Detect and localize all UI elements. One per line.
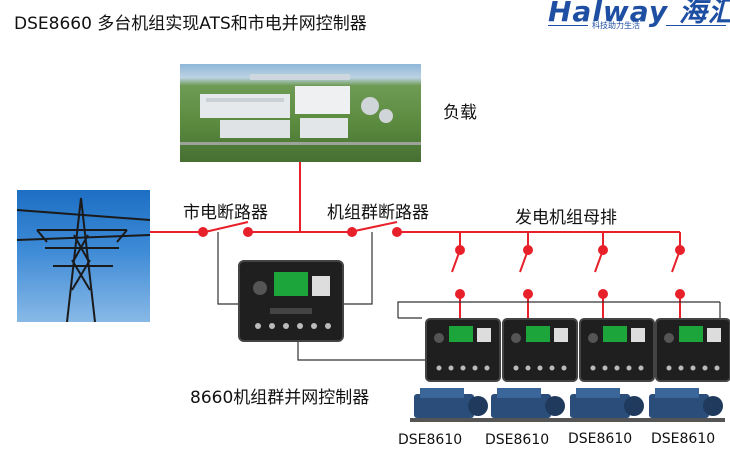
genset-controller-1 (425, 318, 501, 382)
brand-rule-left (548, 25, 588, 26)
generator-engine-3 (566, 384, 646, 424)
genset-model-label: DSE8610 (485, 432, 550, 448)
mains-breaker-label: 市电断路器 (183, 203, 268, 223)
load-factory-image (180, 64, 421, 162)
genset-model-label: DSE8610 (568, 431, 633, 447)
genset-model-label: DSE8610 (398, 432, 463, 448)
generator-engine-2 (487, 384, 567, 424)
brand-logo-text: Halway 海汇 (548, 0, 730, 28)
gen-busbar-label: 发电机组母排 (515, 208, 617, 228)
brand-logo: Halway 海汇 科技助力生活 (548, 0, 730, 46)
group-controller-label: 8660机组群并网控制器 (190, 388, 370, 408)
mains-pylon-image (17, 190, 150, 322)
genset-model-label: DSE8610 (651, 431, 716, 447)
genset-controller-4 (655, 318, 730, 382)
generator-engine-1 (410, 384, 490, 424)
genset-group-breaker-label: 机组群断路器 (327, 203, 429, 223)
page-title: DSE8660 多台机组实现ATS和市电并网控制器 (14, 14, 367, 34)
genset-controller-3 (579, 318, 655, 382)
brand-slogan: 科技助力生活 (592, 21, 640, 30)
generator-engine-4 (645, 384, 725, 424)
load-label: 负载 (443, 103, 477, 123)
genset-controller-2 (502, 318, 578, 382)
dse8660-controller (238, 260, 344, 342)
brand-rule-right (666, 25, 726, 26)
